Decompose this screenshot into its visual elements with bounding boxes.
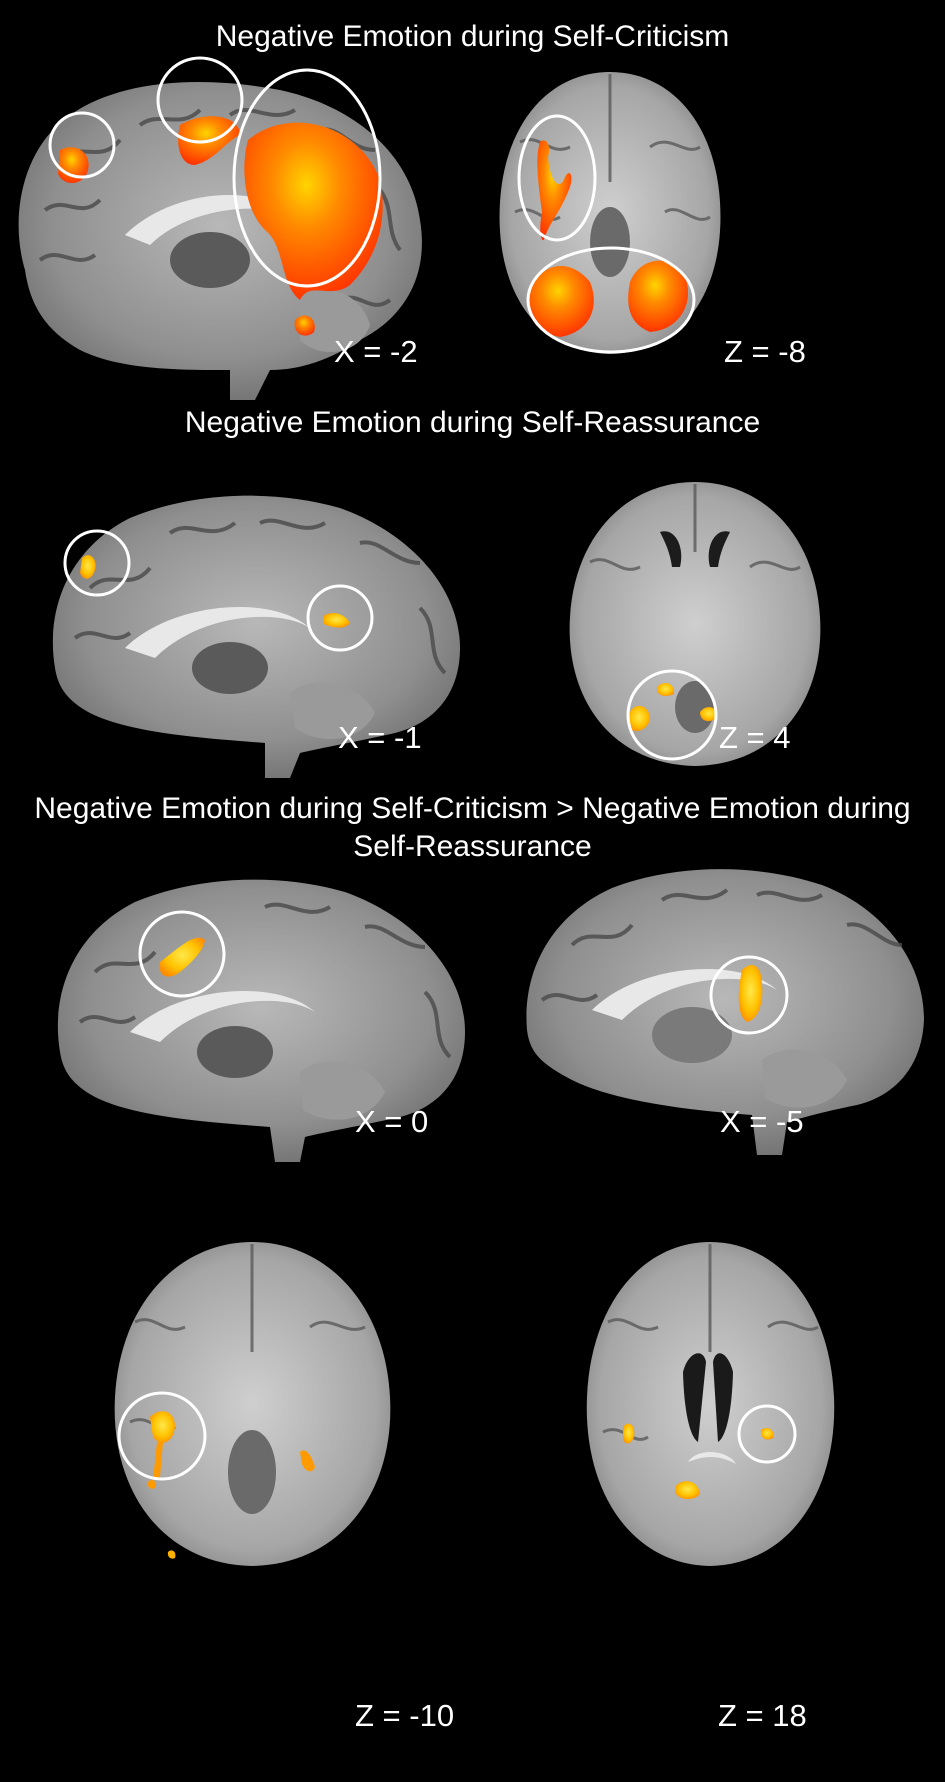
slice-label-z-minus-10: Z = -10 (355, 1698, 455, 1733)
sagittal-slice-x-minus-2 (18, 56, 422, 400)
section-title-self-reassurance: Negative Emotion during Self-Reassurance (184, 406, 761, 439)
section-title-self-criticism: Negative Emotion during Self-Criticism (215, 20, 730, 53)
slice-label-z-18: Z = 18 (718, 1698, 807, 1733)
axial-slice-z-minus-8 (499, 72, 721, 354)
section-title-contrast: Negative Emotion during Self-Criticism >… (34, 792, 911, 863)
sagittal-slice-x-0 (57, 879, 465, 1162)
sagittal-slice-x-minus-1 (52, 495, 460, 778)
slice-label-x-minus-1: X = -1 (338, 720, 422, 755)
slice-label-z-4: Z = 4 (719, 720, 791, 755)
sagittal-slice-x-minus-5 (526, 869, 924, 1155)
axial-slice-z-4 (569, 482, 821, 766)
axial-slice-z-18 (586, 1242, 835, 1566)
slice-label-x-0: X = 0 (355, 1104, 429, 1139)
slice-label-x-minus-2: X = -2 (334, 334, 418, 369)
axial-slice-z-minus-10 (114, 1242, 391, 1566)
slice-label-z-minus-8: Z = -8 (724, 334, 806, 369)
slice-label-x-minus-5: X = -5 (720, 1104, 804, 1139)
